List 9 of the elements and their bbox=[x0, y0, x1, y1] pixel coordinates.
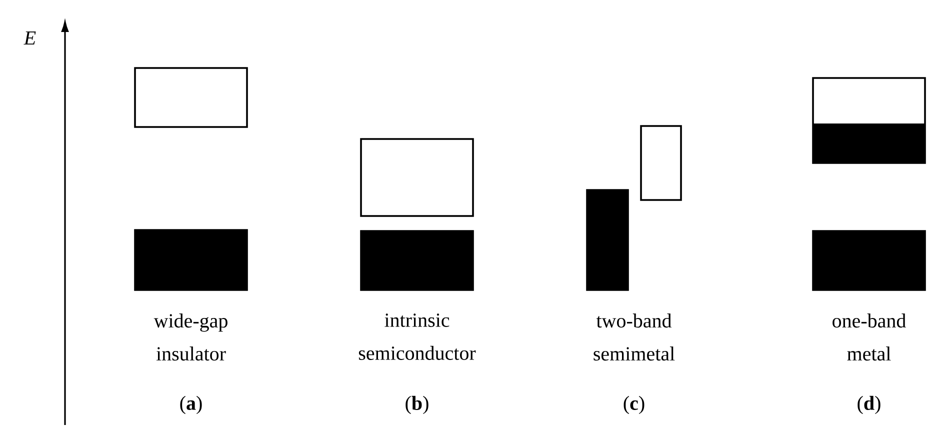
axis-label: E bbox=[24, 31, 36, 45]
panel-letter: (a) bbox=[180, 396, 202, 414]
caption: wide-gap insulator bbox=[154, 314, 228, 361]
panel-letter: (c) bbox=[624, 396, 644, 414]
panel-letter: (d) bbox=[858, 396, 880, 414]
caption: one-band metal bbox=[832, 314, 906, 361]
caption: intrinsic semiconductor bbox=[358, 314, 476, 360]
caption: two-band semimetal bbox=[594, 314, 675, 361]
panel-letter: (b) bbox=[406, 396, 428, 414]
